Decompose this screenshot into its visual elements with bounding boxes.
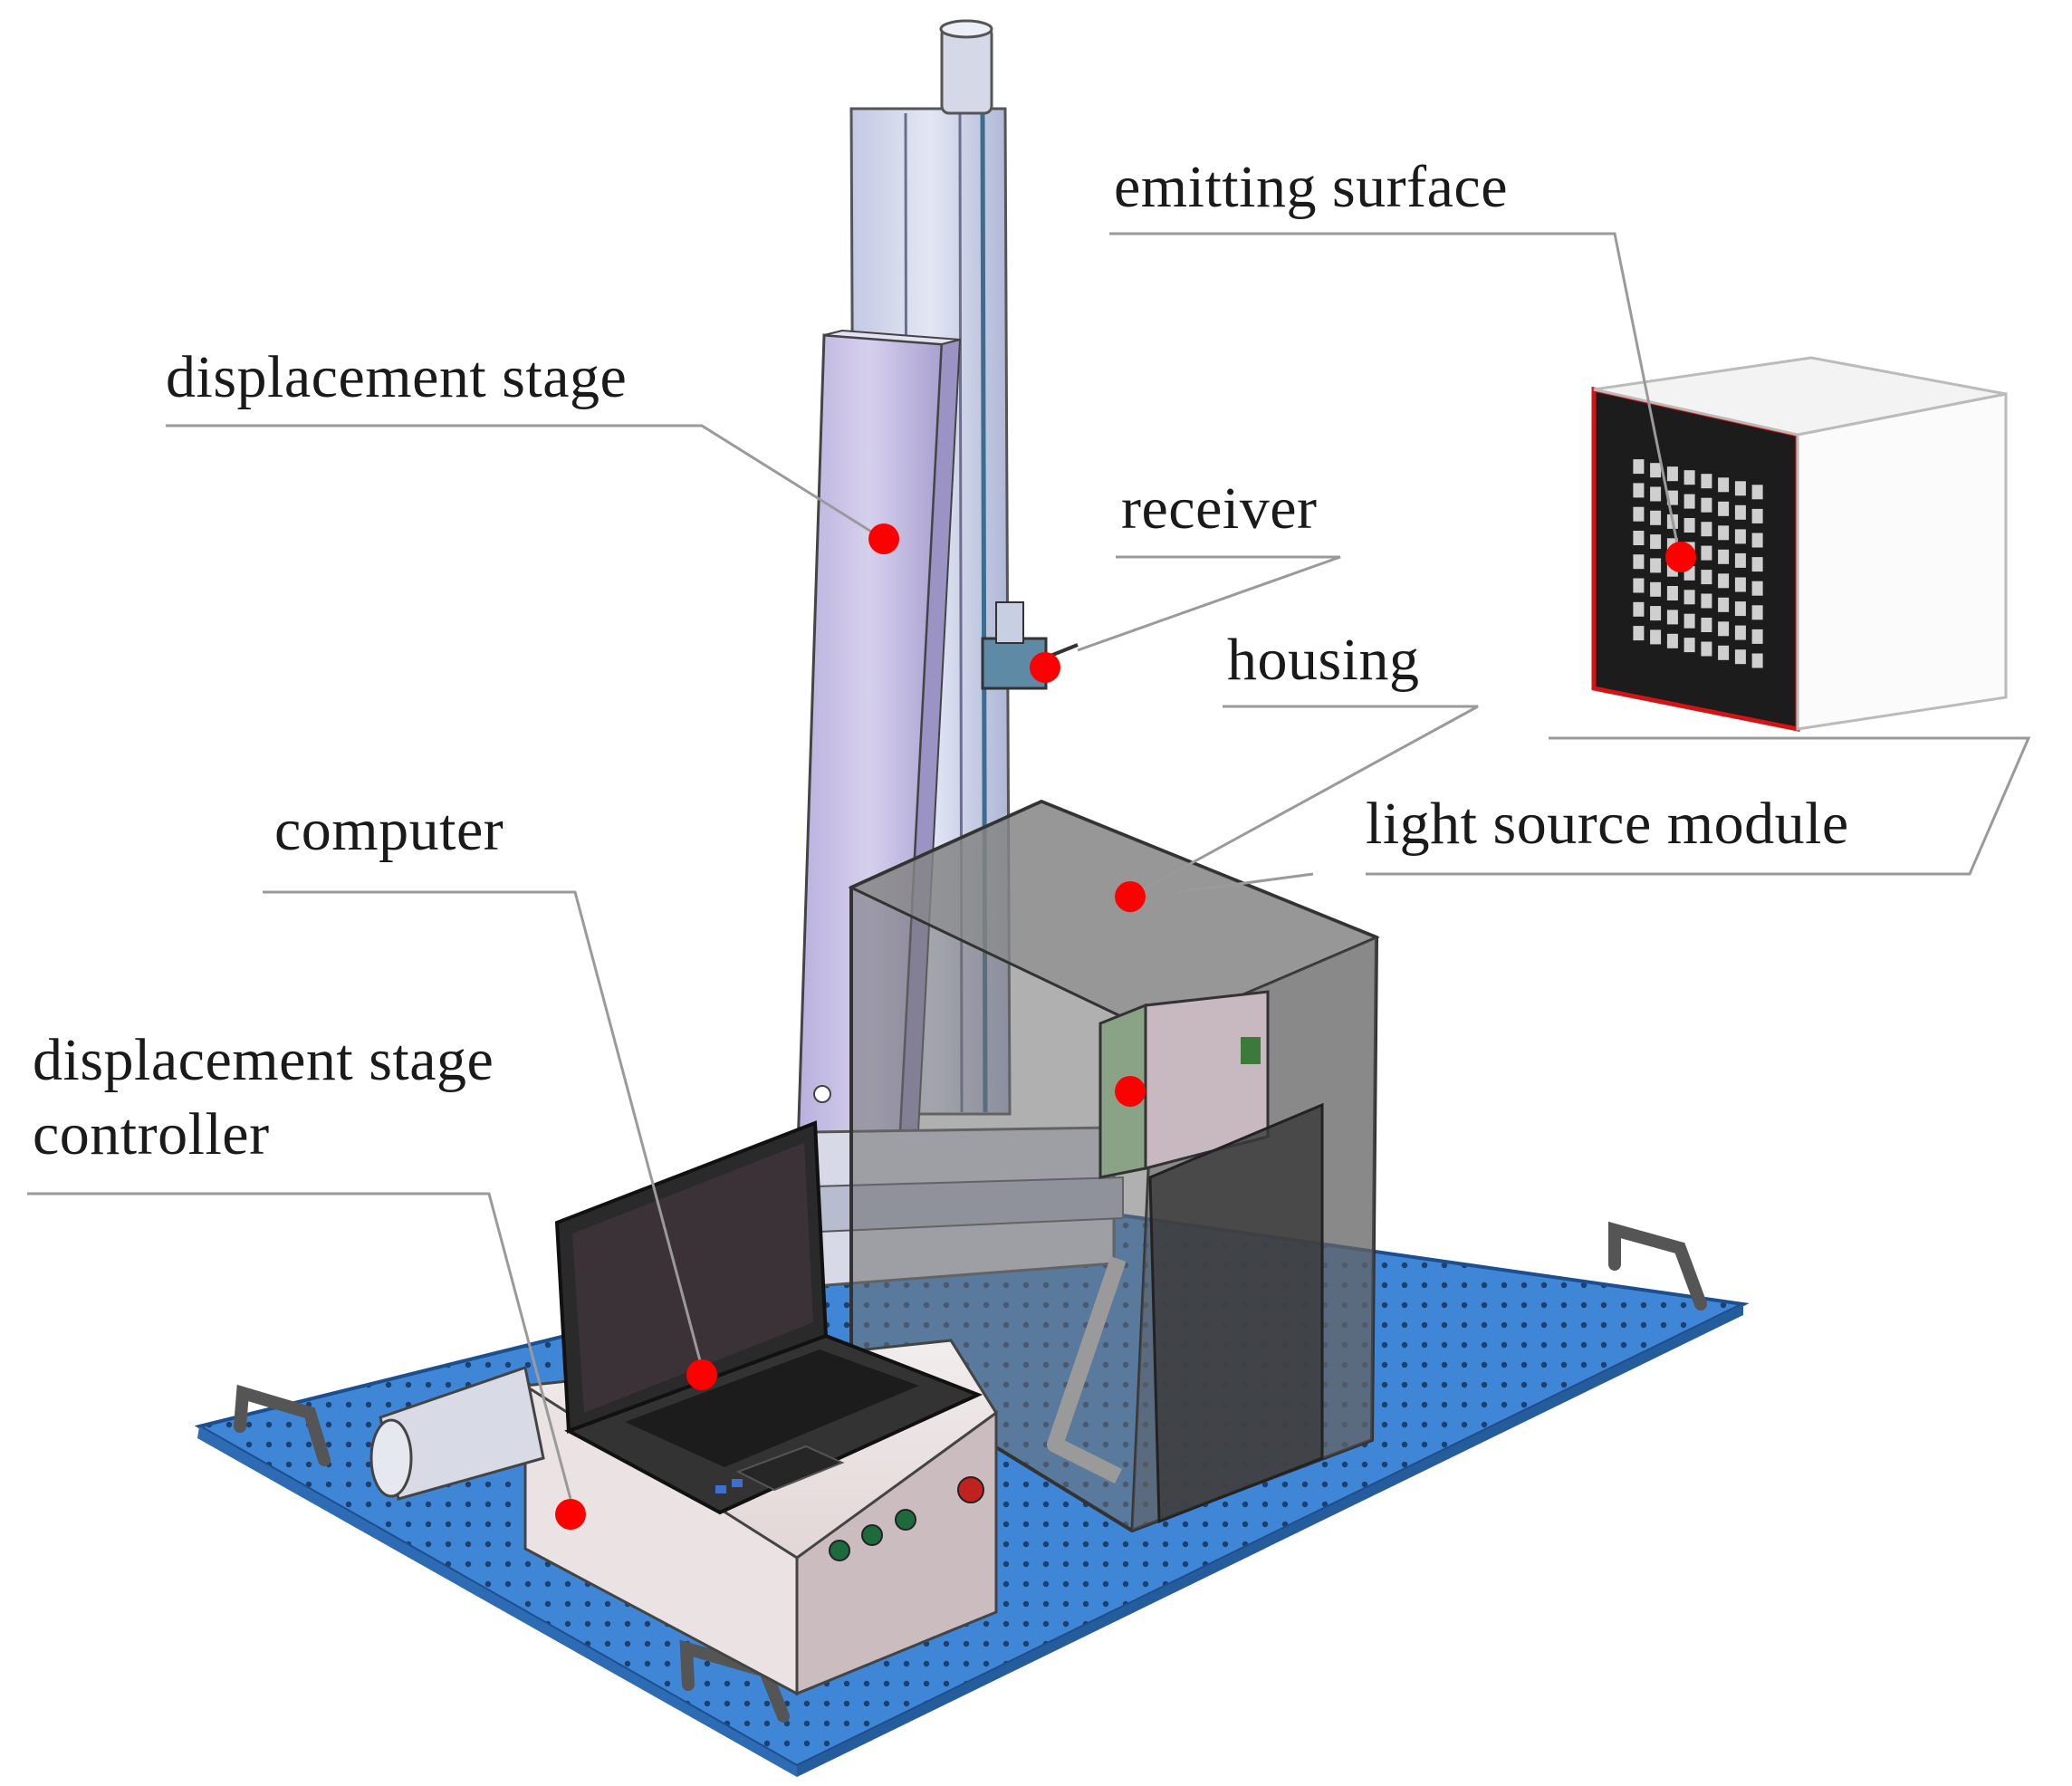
emitter-cell [1701, 522, 1712, 537]
label-displacement-stage-controller: displacement stage controller [33, 1023, 494, 1172]
emitter-cell [1734, 649, 1746, 665]
label-controller-line-2: controller [33, 1101, 270, 1167]
marker-emitting-surface [1665, 542, 1696, 572]
marker-computer [686, 1359, 717, 1390]
label-emitting-surface: emitting surface [1114, 154, 1509, 220]
emitter-cell [1684, 613, 1695, 629]
marker-receiver [1030, 652, 1060, 683]
emitter-cell [1666, 466, 1678, 482]
location-markers [555, 523, 1696, 1530]
receiver [981, 601, 1079, 690]
emitter-cell [1734, 601, 1746, 617]
emitter-cell [1718, 573, 1730, 589]
emitter-cell [1701, 618, 1712, 632]
emitter-cell [1701, 474, 1712, 489]
emitter-cell [1751, 605, 1763, 620]
emitter-cell [1633, 506, 1645, 522]
emitter-cell [1734, 504, 1746, 520]
label-receiver: receiver [1121, 475, 1318, 542]
emitter-cell [1701, 570, 1712, 585]
emitter-cell [1650, 486, 1662, 502]
emitter-cell [1633, 578, 1645, 593]
emitting-surface-inset [1591, 356, 2008, 733]
emitter-cell [1684, 590, 1695, 605]
emitter-cell [1718, 645, 1730, 660]
emitter-cell [1633, 554, 1645, 570]
emitter-cell [1718, 501, 1730, 516]
emitter-cell [1751, 653, 1763, 668]
emitter-cell [1633, 531, 1645, 545]
table-handles [234, 1221, 1707, 1723]
marker-displacement-stage [868, 523, 899, 554]
emitter-cell [1701, 497, 1712, 513]
emitter-cell [1751, 485, 1763, 500]
emitter-cell [1684, 470, 1695, 485]
label-displacement-stage: displacement stage [166, 344, 628, 410]
emitter-cell [1650, 534, 1662, 550]
marker-light-source-module [1115, 1076, 1146, 1107]
emitter-cell [1701, 545, 1712, 561]
emitter-cell [1633, 626, 1645, 641]
emitter-cell [1718, 477, 1730, 493]
emitter-cell [1666, 586, 1678, 600]
emitter-cell [1684, 518, 1695, 533]
emitter-cell [1751, 557, 1763, 572]
emitter-cell [1650, 606, 1662, 621]
emitter-cell [1650, 629, 1662, 645]
emitter-cell [1633, 601, 1645, 617]
emitter-cell [1718, 549, 1730, 564]
emitter-cell [1718, 525, 1730, 541]
emitter-cell [1718, 621, 1730, 637]
emitter-cell [1734, 577, 1746, 592]
emitter-cell [1650, 510, 1662, 525]
label-computer: computer [274, 797, 504, 863]
emitter-cell [1650, 581, 1662, 597]
emitter-cell [1718, 597, 1730, 612]
emitter-cell [1666, 633, 1678, 648]
marker-housing [1115, 881, 1146, 912]
emitter-cell [1734, 529, 1746, 544]
laptop [554, 1120, 983, 1515]
motor [369, 1366, 545, 1501]
emitter-cell [1633, 483, 1645, 498]
emitter-cell [1650, 558, 1662, 573]
emitter-cell [1701, 593, 1712, 609]
emitter-cell [1684, 638, 1695, 653]
emitter-cell [1751, 533, 1763, 548]
emitter-cell [1666, 610, 1678, 625]
emitter-cell [1701, 641, 1712, 657]
emitter-cell [1751, 508, 1763, 523]
label-controller-line-1: displacement stage [33, 1027, 494, 1093]
emitter-cell [1684, 494, 1695, 509]
marker-controller [555, 1499, 586, 1530]
leader-lines [27, 232, 2031, 1500]
emitter-cell [1650, 463, 1662, 478]
emitter-cell [1633, 459, 1645, 475]
label-housing: housing [1227, 627, 1420, 693]
emitter-cell [1734, 552, 1746, 568]
emitter-cell [1751, 629, 1763, 644]
emitter-cell [1751, 581, 1763, 596]
emitter-cell [1734, 625, 1746, 640]
emitter-cell [1734, 481, 1746, 496]
label-light-source-module: light source module [1366, 791, 1849, 857]
